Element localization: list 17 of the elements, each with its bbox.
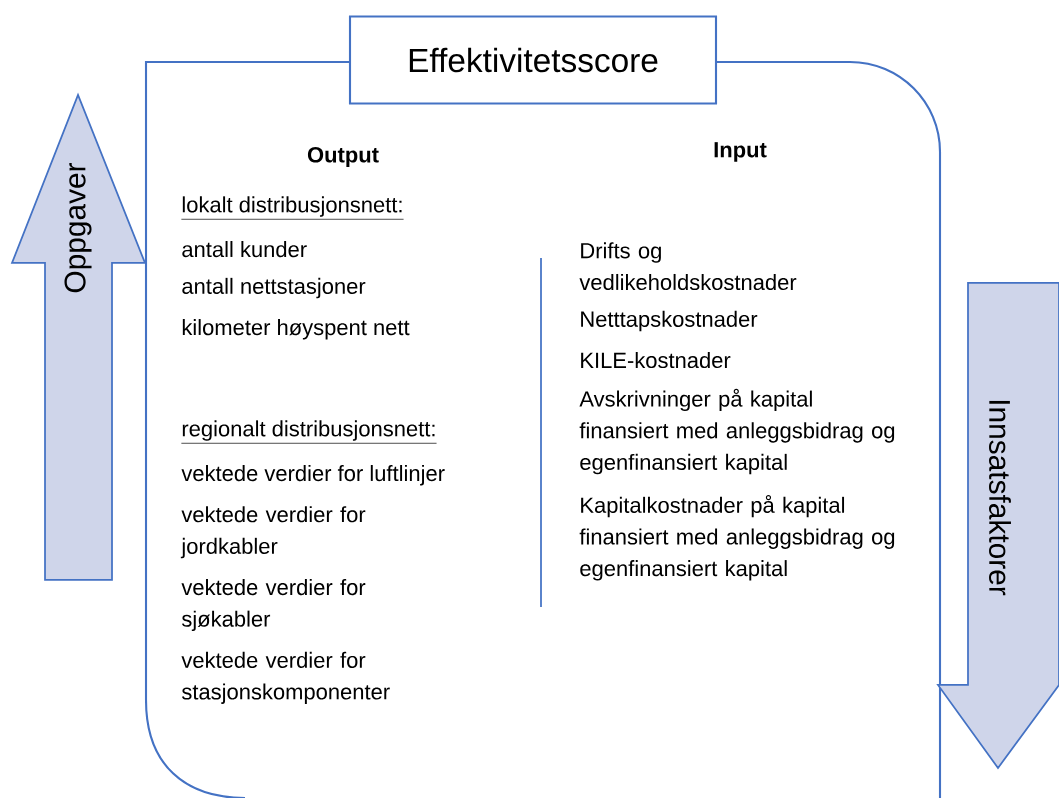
list-item: KILE-kostnader	[581, 351, 731, 369]
column-heading: Output	[307, 147, 379, 167]
list-item: Drifts og vedlikeholdskostnader	[579, 242, 797, 291]
list-item: vektede verdier for luftlinjer	[181, 465, 445, 486]
section-heading: lokalt distribusjonsnett:	[181, 196, 404, 220]
column-heading: Input	[714, 142, 767, 162]
list-item: Avskrivninger på kapital finansiert med anleggsbidrag og egenfinansiert kapital	[579, 388, 895, 475]
title-box: Effektivitetsscore	[348, 15, 718, 105]
list-item: Kapitalkostnader på kapital finansiert med anleggsbidrag og egenfinansiert kapital	[579, 495, 895, 581]
list-item: vektede verdier for jordkabler	[180, 506, 366, 559]
list-item: antall nettstasjoner	[182, 277, 366, 299]
list-item: vektede verdier for sjøkabler	[181, 579, 366, 632]
section-heading: regionalt distribusjonsnett:	[181, 420, 437, 444]
list-item: vektede verdier for stasjonskomponenter	[181, 651, 390, 704]
list-item: Netttapskostnader	[581, 310, 758, 332]
list-item: kilometer høyspent nett	[182, 319, 410, 340]
list-item: antall kunder	[182, 241, 307, 258]
